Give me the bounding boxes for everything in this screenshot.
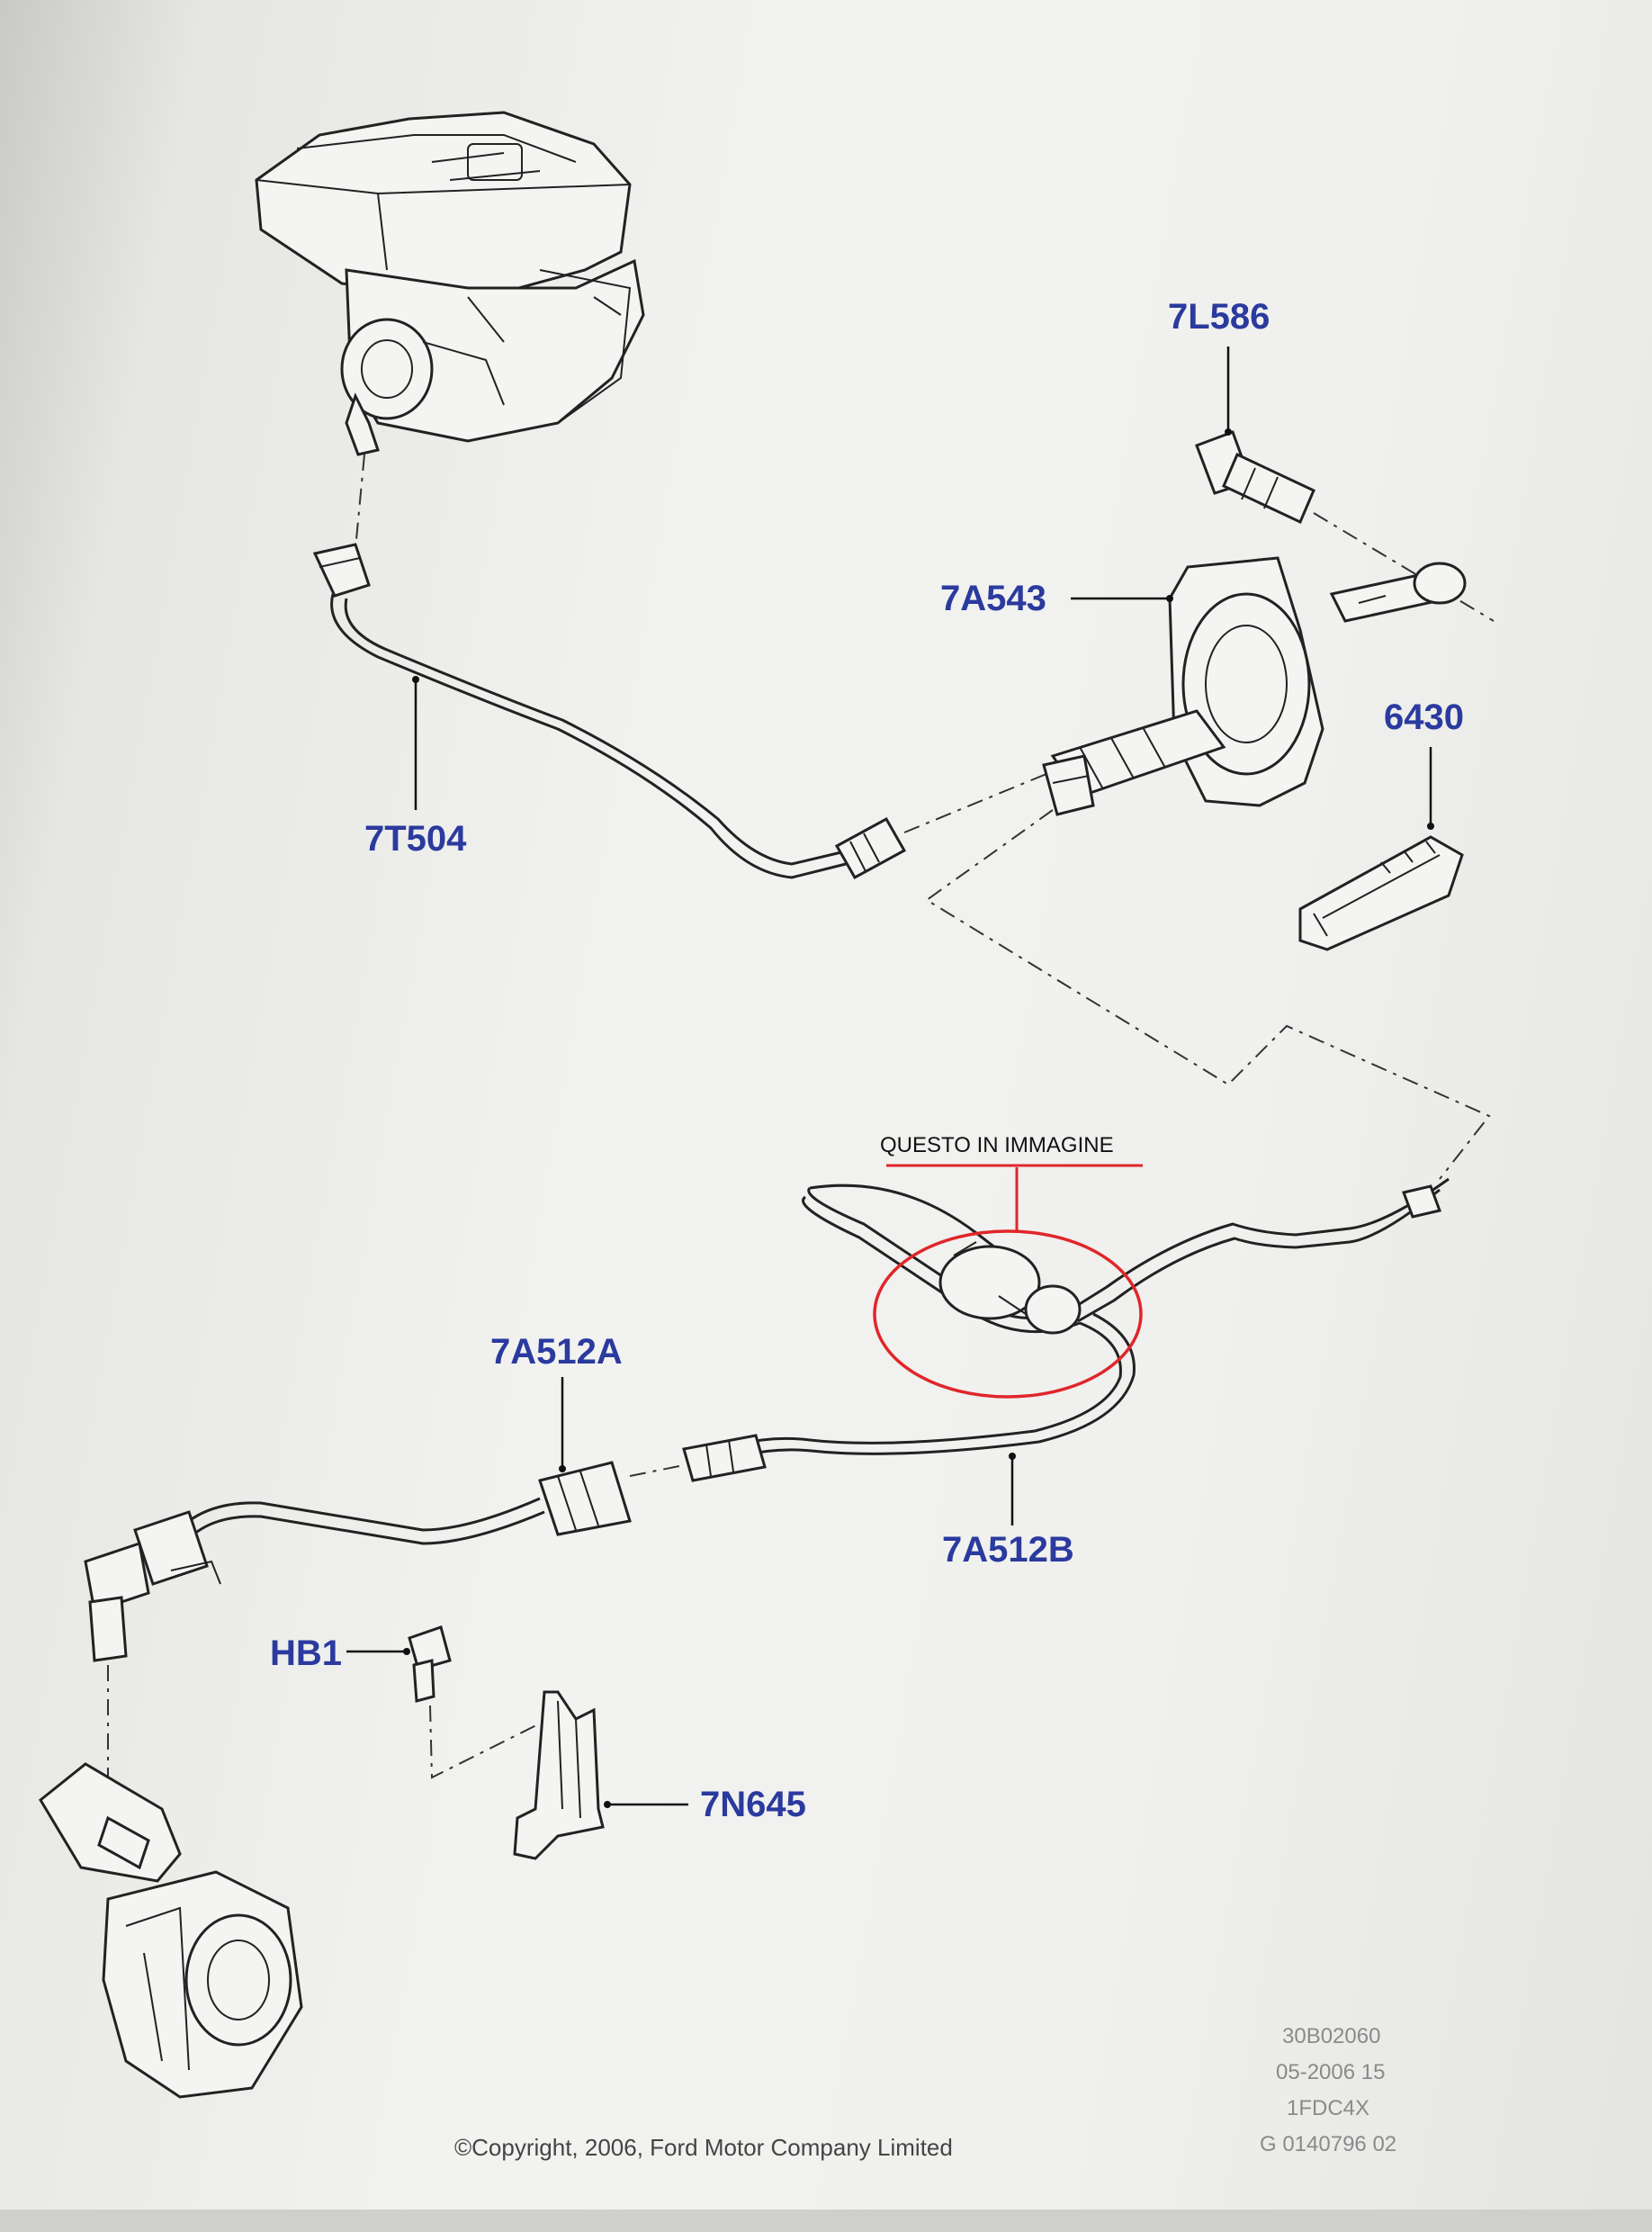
assembly-connection-dashline [925, 809, 1491, 1180]
bolt-7L586 [1195, 430, 1315, 525]
annotation-circle [873, 1229, 1143, 1399]
copyright-text: ©Copyright, 2006, Ford Motor Company Lim… [454, 2134, 953, 2161]
bolt-axis-dashline [1313, 512, 1495, 622]
screen-bezel-edge [0, 2210, 1652, 2232]
red-annotation: QUESTO IN IMMAGINE [873, 1133, 1143, 1399]
connector-7A512A [188, 1434, 767, 1545]
annotation-label: QUESTO IN IMMAGINE [880, 1133, 1114, 1157]
switch-6430 [1298, 835, 1464, 951]
part-label-7A512B: 7A512B [942, 1530, 1074, 1570]
bolt-HB1-dashline [429, 1705, 541, 1779]
part-label-7L586: 7L586 [1168, 297, 1270, 337]
clutch-pushrod [1329, 562, 1467, 623]
reservoir-connection-dashline [355, 454, 365, 550]
in-line-damper-pipe [737, 1177, 1450, 1458]
drawing-code: 30B02060 [1282, 2024, 1380, 2048]
drawing-reference: G 0140796 02 [1260, 2132, 1396, 2156]
part-label-HB1: HB1 [270, 1634, 342, 1673]
drawing-model-code: 1FDC4X [1287, 2096, 1369, 2120]
part-label-7A512A: 7A512A [490, 1332, 623, 1372]
feed-hose-7T504 [312, 543, 907, 880]
fluid-reservoir-assembly [255, 111, 645, 456]
concentric-slave-cylinder [39, 1762, 303, 2099]
part-label-7A543: 7A543 [940, 579, 1046, 618]
part-label-7N645: 7N645 [700, 1785, 806, 1824]
hose-to-master-dashline [903, 769, 1058, 833]
clutch-master-cylinder-7A543 [1042, 556, 1324, 816]
bracket-7N645 [513, 1690, 605, 1860]
slave-fitting [84, 1510, 221, 1662]
bolt-HB1 [408, 1625, 452, 1703]
leader-lines [346, 346, 1434, 1808]
drawing-date: 05-2006 15 [1276, 2060, 1385, 2084]
part-label-6430: 6430 [1384, 698, 1464, 737]
part-label-7T504: 7T504 [364, 819, 467, 859]
